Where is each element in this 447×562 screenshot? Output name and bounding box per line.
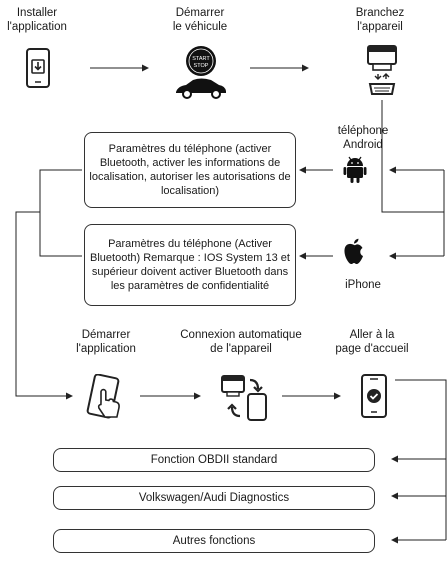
function-obdii-standard: Fonction OBDII standard — [53, 448, 375, 472]
device-sync-icon — [221, 375, 267, 421]
android-icon — [343, 156, 367, 183]
obd-plug-icon — [367, 45, 397, 95]
start-stop-car-icon: START STOP — [176, 46, 226, 99]
step-start-vehicle-label: Démarrer le véhicule — [172, 7, 228, 33]
apple-icon — [344, 238, 363, 264]
wire-plug-to-right — [381, 100, 444, 213]
step-plug-device-label: Branchez l'appareil — [355, 7, 405, 33]
wire-left-bracket — [39, 169, 82, 257]
function-vw-audi-diagnostics: Volkswagen/Audi Diagnostics — [53, 486, 375, 510]
android-settings-box: Paramètres du téléphone (activer Bluetoo… — [84, 132, 296, 208]
function-other: Autres fonctions — [53, 529, 375, 553]
hand-tap-phone-icon — [86, 374, 120, 419]
svg-text:STOP: STOP — [194, 63, 209, 69]
step-install-label: Installer l'application — [7, 7, 67, 33]
step-start-app-label: Démarrer l'application — [76, 329, 136, 355]
android-label: téléphone Android — [337, 125, 389, 151]
step-auto-connect-label: Connexion automatique de l'appareil — [180, 329, 302, 355]
phone-download-icon — [26, 48, 50, 88]
wire-home-to-functions — [392, 379, 447, 497]
iphone-settings-box: Paramètres du téléphone (Activer Bluetoo… — [84, 224, 296, 306]
iphone-label: iPhone — [345, 279, 381, 291]
svg-text:START: START — [192, 56, 210, 62]
phone-check-icon — [361, 374, 387, 418]
arrow-to-start-app — [15, 211, 73, 400]
step-home-page-label: Aller à la page d'accueil — [335, 329, 409, 355]
